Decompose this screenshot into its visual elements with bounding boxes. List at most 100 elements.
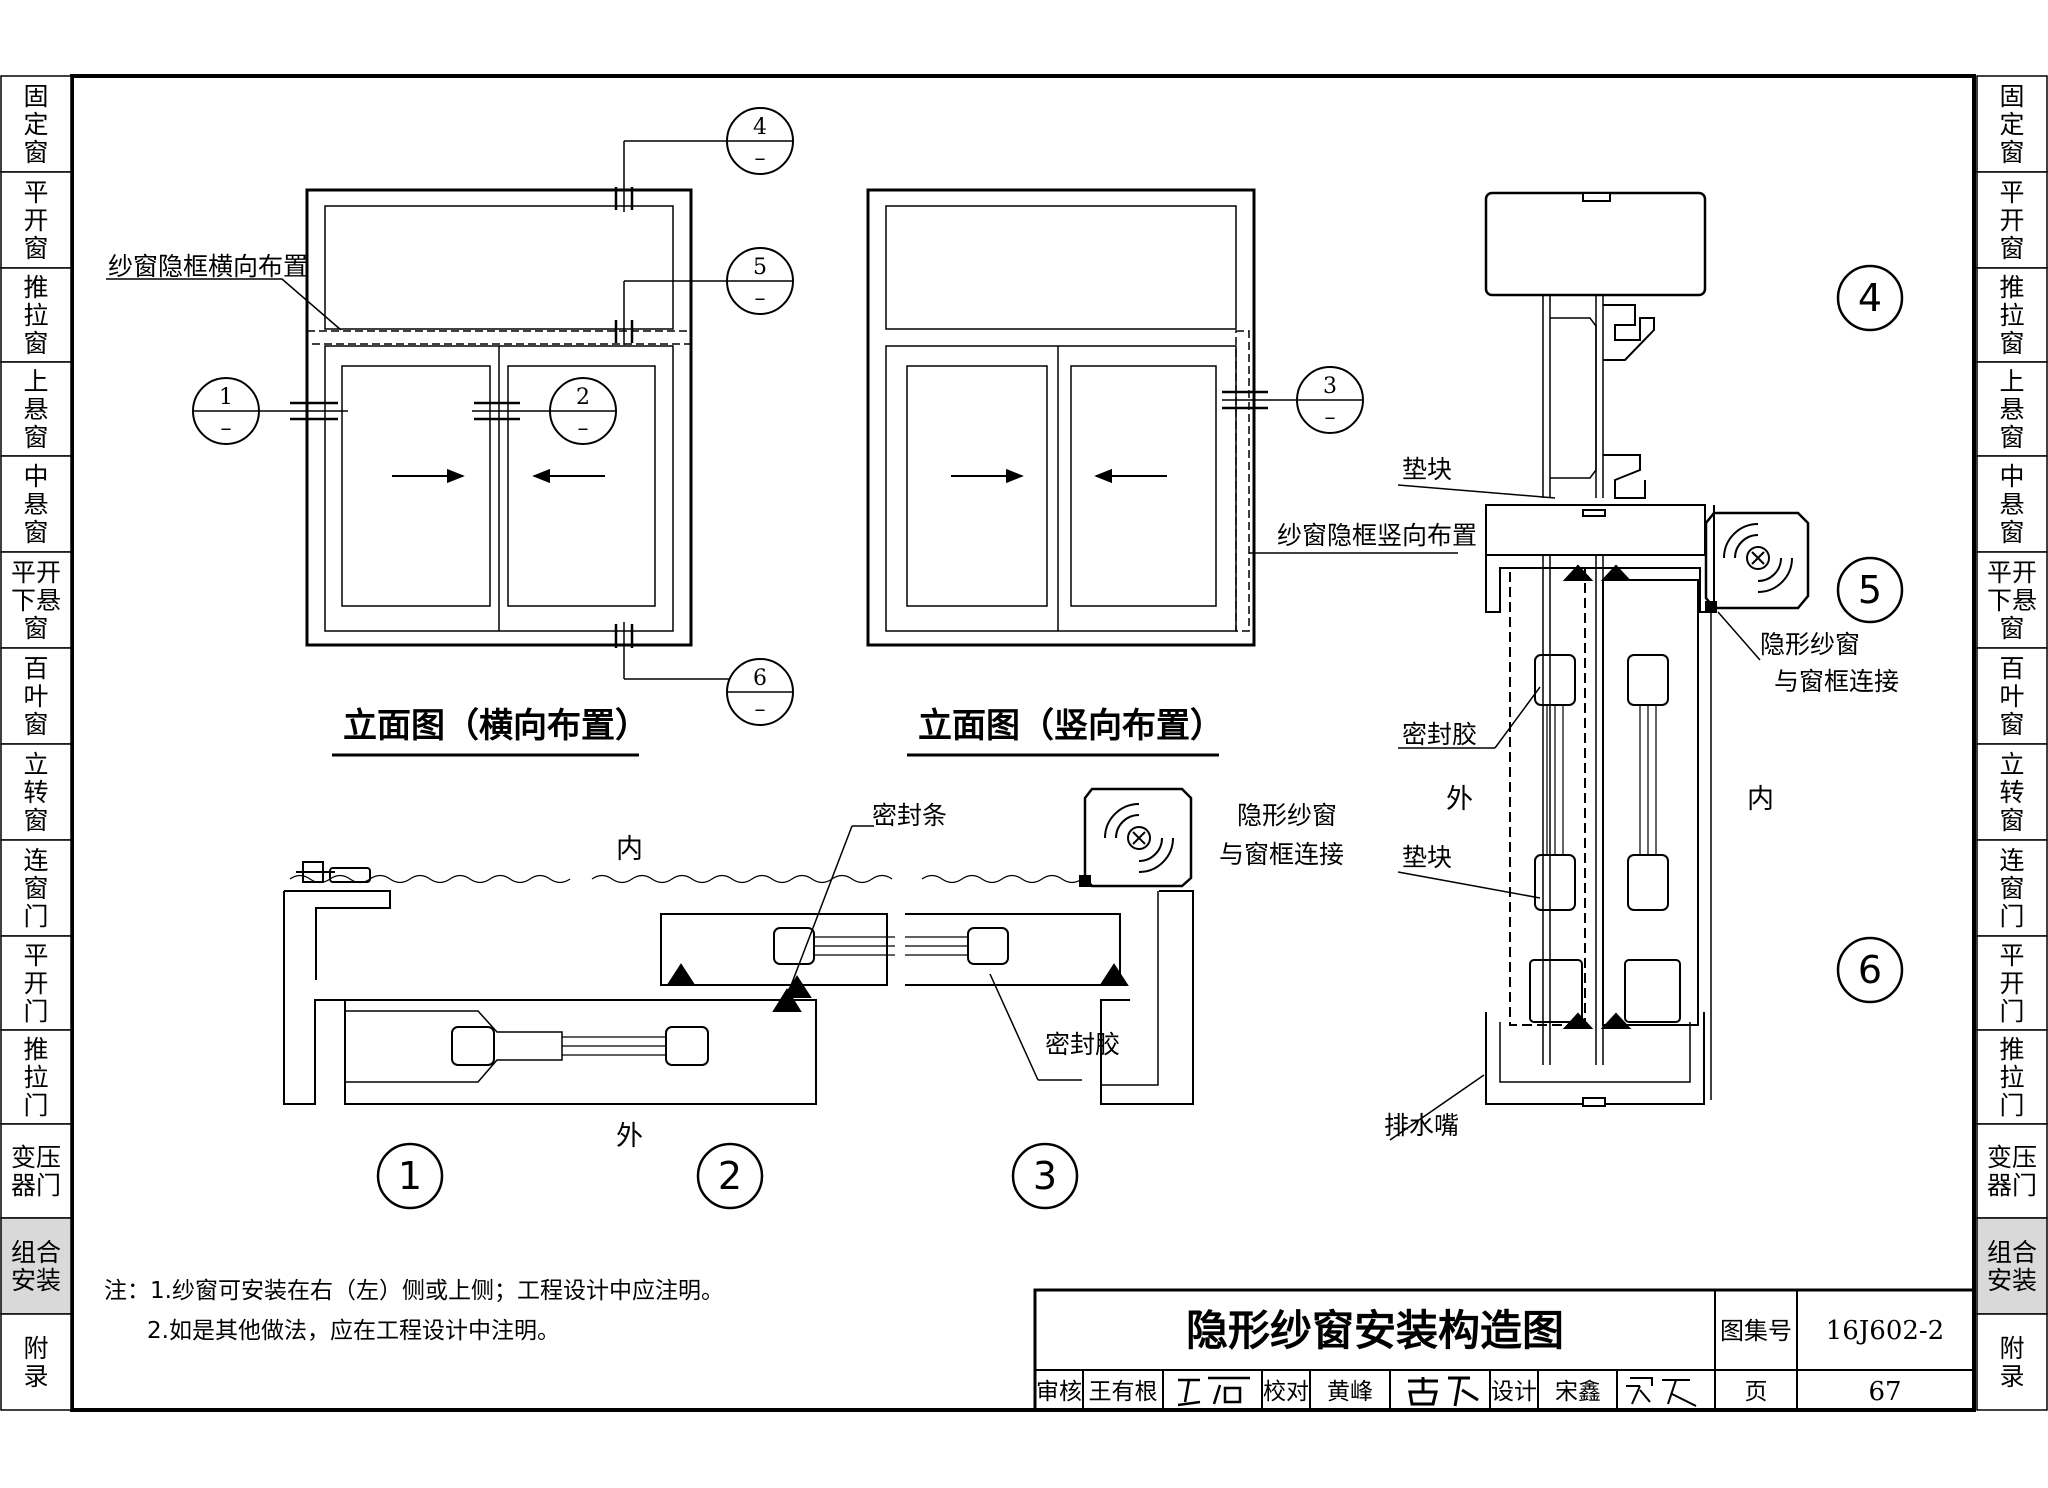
label-block-bottom: 垫块 — [1402, 843, 1452, 872]
side-tab-label: 门 — [23, 997, 48, 1026]
side-tab-label: 门 — [23, 902, 48, 931]
label-outside-vertical: 外 — [1446, 784, 1473, 815]
side-tab-label: 录 — [1999, 1362, 2024, 1391]
elevation-horizontal-title: 立面图（横向布置） — [343, 706, 649, 746]
side-tab-right[interactable]: 推拉窗 — [1976, 267, 2048, 363]
note-line-1: 注：1.纱窗可安装在右（左）侧或上侧；工程设计中应注明。 — [104, 1278, 724, 1304]
side-tab-label: 安装 — [1987, 1266, 2037, 1295]
label-inside-horizontal: 内 — [616, 834, 643, 865]
label-connection-h-2: 与窗框连接 — [1219, 840, 1344, 869]
side-tab-label: 窗 — [23, 423, 48, 452]
side-tab-right[interactable]: 上悬窗 — [1976, 361, 2048, 457]
side-tab-left[interactable]: 上悬窗 — [0, 361, 72, 457]
svg-text:1: 1 — [398, 1154, 422, 1198]
side-tab-label: 窗 — [23, 329, 48, 358]
checker-signature — [1408, 1376, 1479, 1407]
motor-cassette-vertical — [1704, 511, 1810, 661]
side-tab-label: 平 — [23, 178, 48, 207]
sheet-border — [70, 74, 1976, 1412]
side-tab-right[interactable]: 立转窗 — [1976, 743, 2048, 841]
side-tab-label: 上 — [1999, 367, 2024, 396]
side-tab-label: 悬 — [23, 490, 48, 519]
side-tab-label: 附 — [23, 1334, 48, 1363]
side-tab-label: 推 — [23, 1035, 48, 1064]
side-tab-label: 开 — [1999, 206, 2024, 235]
marker-2: 2 – — [549, 377, 617, 445]
side-tab-label: 窗 — [1999, 518, 2024, 547]
side-tab-left[interactable]: 固定窗 — [0, 75, 72, 173]
label-drain-spout: 排水嘴 — [1384, 1111, 1459, 1140]
reviewer-name: 王有根 — [1089, 1379, 1158, 1405]
side-tab-left[interactable]: 百叶窗 — [0, 647, 72, 745]
page-label: 页 — [1745, 1379, 1768, 1405]
side-tabs-right: 固定窗平开窗推拉窗上悬窗中悬窗平开下悬窗百叶窗立转窗连窗门平开门推拉门变压器门组… — [1976, 75, 2048, 1411]
elevation-horizontal — [106, 140, 741, 680]
review-label: 审核 — [1036, 1379, 1082, 1405]
side-tab-right[interactable]: 平开门 — [1976, 935, 2048, 1031]
side-tab-label: 下悬 — [11, 586, 61, 615]
marker-4: 4 – — [726, 107, 794, 175]
side-tab-label: 窗 — [1999, 423, 2024, 452]
drawing-title: 隐形纱窗安装构造图 — [1186, 1306, 1564, 1355]
side-tab-right[interactable]: 固定窗 — [1976, 75, 2048, 173]
label-outside-horizontal: 外 — [616, 1121, 643, 1152]
marker-2-num: 2 — [576, 385, 590, 410]
side-tab-label: 平开 — [1987, 558, 2037, 587]
side-tab-left[interactable]: 平开窗 — [0, 171, 72, 269]
detail-number-1: 1 — [376, 1142, 444, 1210]
side-tab-label: 窗 — [1999, 806, 2024, 835]
label-block-top: 垫块 — [1402, 455, 1452, 484]
side-tab-label: 录 — [23, 1362, 48, 1391]
check-label: 校对 — [1263, 1379, 1309, 1405]
label-vertical-frame-callout: 纱窗隐框竖向布置 — [1277, 521, 1477, 550]
side-tab-label: 窗 — [23, 710, 48, 739]
title-block — [1033, 1288, 1976, 1412]
side-tab-label: 百 — [23, 654, 48, 683]
svg-text:6: 6 — [1858, 948, 1882, 992]
label-connection-v-2: 与窗框连接 — [1774, 667, 1899, 696]
label-horizontal-frame-callout: 纱窗隐框横向布置 — [108, 252, 308, 281]
marker-1: 1 – — [192, 377, 260, 445]
marker-5-num: 5 — [753, 255, 767, 280]
side-tab-label: 百 — [1999, 654, 2024, 683]
side-tab-label: 窗 — [1999, 710, 2024, 739]
section-horizontal — [283, 825, 1194, 1105]
side-tab-right[interactable]: 中悬窗 — [1976, 455, 2048, 553]
side-tab-label: 平 — [1999, 178, 2024, 207]
side-tab-label: 平 — [1999, 941, 2024, 970]
side-tab-label: 转 — [1999, 778, 2024, 807]
label-seal-strip: 密封条 — [872, 801, 947, 830]
marker-1-num: 1 — [219, 385, 233, 410]
side-tab-left[interactable]: 连窗门 — [0, 839, 72, 937]
side-tab-right[interactable]: 连窗门 — [1976, 839, 2048, 937]
note-line-2: 2.如是其他做法，应在工程设计中注明。 — [147, 1318, 560, 1344]
side-tab-label: 窗 — [23, 874, 48, 903]
side-tab-right[interactable]: 百叶窗 — [1976, 647, 2048, 745]
side-tab-label: 窗 — [1999, 874, 2024, 903]
side-tab-right[interactable]: 附录 — [1976, 1313, 2048, 1411]
side-tab-label: 推 — [1999, 1035, 2024, 1064]
label-sealant-vertical: 密封胶 — [1402, 720, 1477, 749]
side-tab-label: 连 — [1999, 846, 2024, 875]
svg-text:3: 3 — [1033, 1154, 1057, 1198]
side-tab-left[interactable]: 中悬窗 — [0, 455, 72, 553]
marker-6: 6 – — [726, 658, 794, 726]
side-tab-left[interactable]: 立转窗 — [0, 743, 72, 841]
side-tab-label: 叶 — [23, 682, 48, 711]
side-tab-left[interactable]: 附录 — [0, 1313, 72, 1411]
side-tab-label: 固 — [1999, 82, 2024, 111]
motor-cassette-horizontal — [1079, 787, 1193, 888]
side-tab-left[interactable]: 推拉窗 — [0, 267, 72, 363]
side-tab-left[interactable]: 推拉门 — [0, 1029, 72, 1125]
side-tab-left[interactable]: 平开门 — [0, 935, 72, 1031]
section-vertical — [1389, 191, 1715, 1141]
side-tab-right[interactable]: 平开窗 — [1976, 171, 2048, 269]
side-tab-right[interactable]: 推拉门 — [1976, 1029, 2048, 1125]
marker-3-num: 3 — [1323, 374, 1337, 399]
